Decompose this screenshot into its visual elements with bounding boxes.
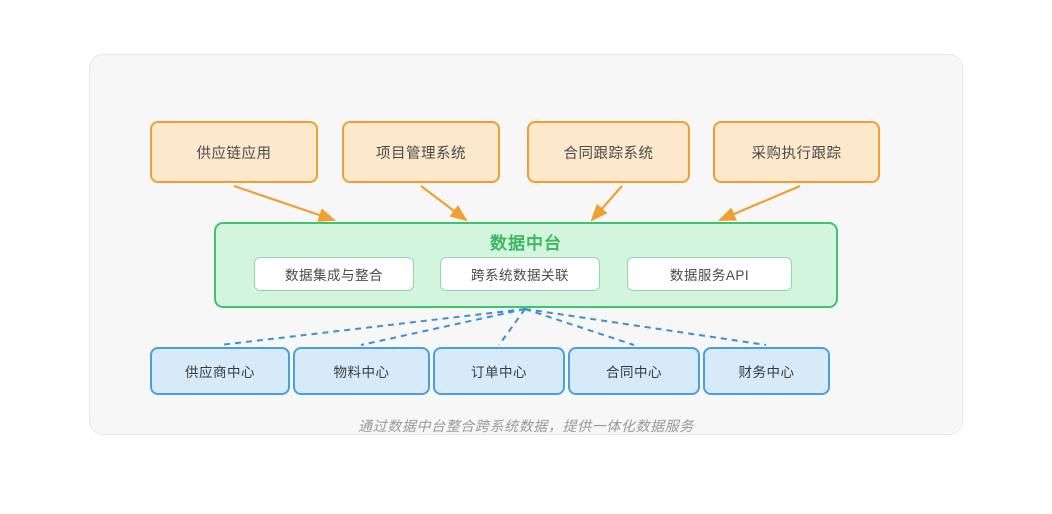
source-system-label: 供应链应用	[196, 145, 272, 162]
domain-center-box[interactable]: 供应商中心	[150, 347, 290, 395]
domain-center-box[interactable]: 财务中心	[703, 347, 830, 395]
domain-center-label: 合同中心	[606, 365, 662, 380]
source-system-label: 合同跟踪系统	[563, 145, 654, 162]
platform-capability-label: 数据服务API	[669, 268, 750, 283]
source-system-label: 采购执行跟踪	[751, 145, 842, 162]
domain-center-box[interactable]: 合同中心	[568, 347, 700, 395]
platform-title: 数据中台	[490, 234, 562, 253]
source-system-box[interactable]: 合同跟踪系统	[527, 121, 690, 183]
source-system-box[interactable]: 供应链应用	[150, 121, 318, 183]
platform-capability-chip[interactable]: 数据集成与整合	[254, 257, 414, 291]
domain-center-box[interactable]: 订单中心	[433, 347, 565, 395]
platform-capability-label: 跨系统数据关联	[471, 268, 569, 283]
domain-center-box[interactable]: 物料中心	[293, 347, 430, 395]
source-system-box[interactable]: 采购执行跟踪	[713, 121, 880, 183]
platform-capability-label: 数据集成与整合	[285, 268, 383, 283]
domain-center-label: 订单中心	[471, 365, 527, 380]
platform-capability-chip[interactable]: 跨系统数据关联	[440, 257, 600, 291]
domain-center-label: 财务中心	[738, 365, 795, 380]
domain-center-label: 供应商中心	[185, 365, 255, 380]
platform-capability-chip[interactable]: 数据服务API	[627, 257, 792, 291]
domain-center-label: 物料中心	[333, 365, 390, 380]
source-system-box[interactable]: 项目管理系统	[342, 121, 500, 183]
source-system-label: 项目管理系统	[376, 145, 466, 162]
data-platform-box[interactable]: 数据中台 数据集成与整合 跨系统数据关联 数据服务API	[214, 222, 838, 308]
diagram-caption: 通过数据中台整合跨系统数据，提供一体化数据服务	[358, 418, 694, 434]
